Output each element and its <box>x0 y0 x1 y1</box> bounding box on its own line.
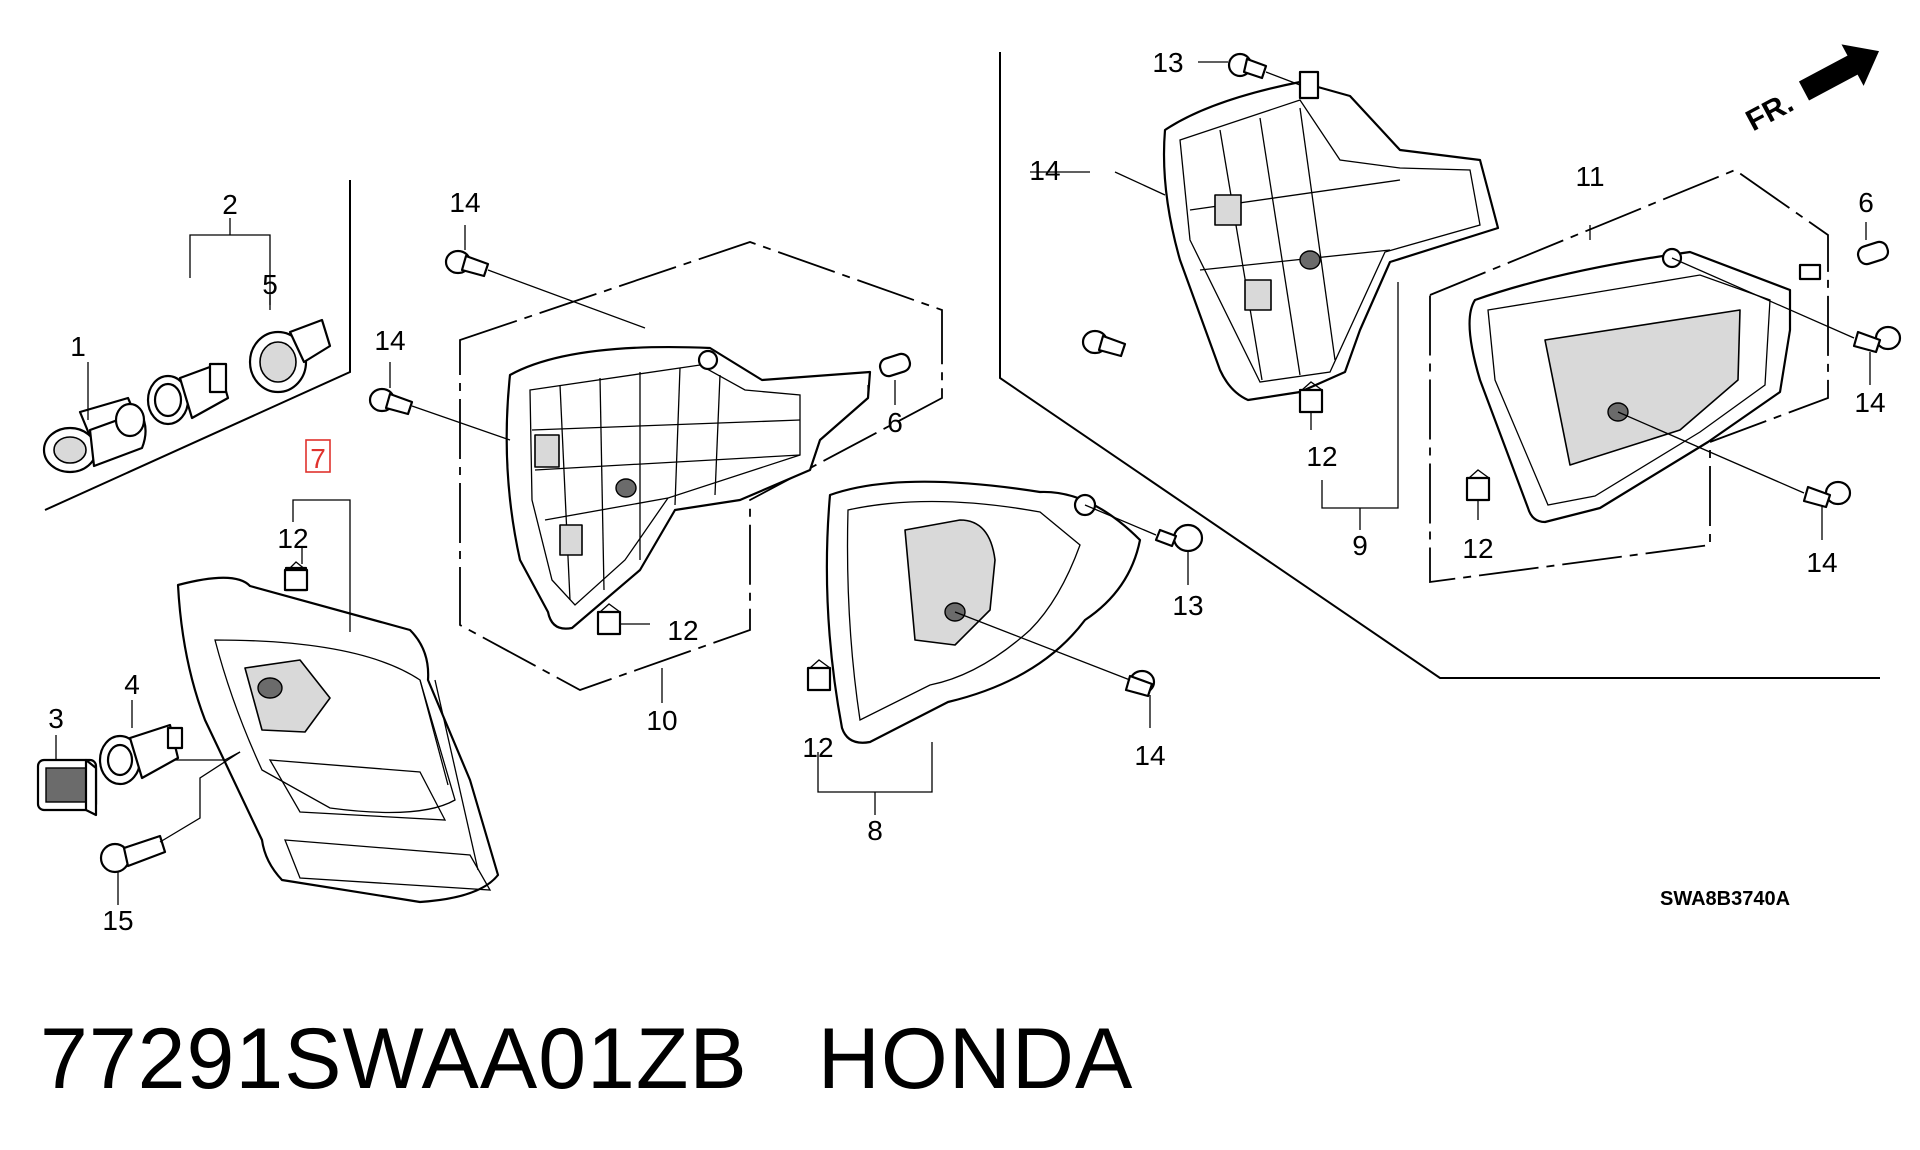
callout-7[interactable]: 7 <box>310 443 326 474</box>
bolt-14-b <box>368 362 511 441</box>
bracket-7 <box>292 499 351 632</box>
callout-14a[interactable]: 14 <box>449 187 480 218</box>
knee-panel <box>825 480 1142 744</box>
callout-10[interactable]: 10 <box>646 705 677 736</box>
callout-6b[interactable]: 6 <box>1858 187 1874 218</box>
callout-9[interactable]: 9 <box>1352 530 1368 561</box>
callout-8[interactable]: 8 <box>867 815 883 846</box>
callout-14c[interactable]: 14 <box>1029 155 1060 186</box>
callout-13a[interactable]: 13 <box>1152 47 1183 78</box>
callout-12d[interactable]: 12 <box>1306 441 1337 472</box>
callout-12c[interactable]: 12 <box>802 732 833 763</box>
front-direction-indicator: FR. <box>1741 44 1880 138</box>
clip-12-b <box>596 603 650 636</box>
callout-14d[interactable]: 14 <box>1134 740 1165 771</box>
bolt-14-e <box>1671 257 1902 385</box>
lighter-knob <box>42 396 147 474</box>
dowel-6-a <box>867 352 912 405</box>
bolt-14-a <box>444 225 646 329</box>
lighter-ring <box>248 318 332 394</box>
callout-15[interactable]: 15 <box>102 905 133 936</box>
callout-11[interactable]: 11 <box>1575 161 1604 192</box>
callout-13b[interactable]: 13 <box>1172 590 1203 621</box>
callout-1[interactable]: 1 <box>70 331 86 362</box>
drawing-code: SWA8B3740A <box>1660 888 1790 910</box>
bolt-13-a <box>1198 52 1301 86</box>
front-arrow-icon <box>1798 44 1880 101</box>
callout-14e[interactable]: 14 <box>1854 387 1885 418</box>
lighter-socket <box>146 362 230 426</box>
callout-3[interactable]: 3 <box>48 703 64 734</box>
callout-5[interactable]: 5 <box>262 269 278 300</box>
bolt-14-f <box>1617 411 1852 540</box>
callout-labels: 1 2 3 4 5 6 6 7 8 9 10 11 12 12 12 12 12… <box>48 47 1885 936</box>
lighter-assembly <box>42 218 332 474</box>
callout-14b[interactable]: 14 <box>374 325 405 356</box>
side-cover <box>1468 247 1822 524</box>
callout-6a[interactable]: 6 <box>887 407 903 438</box>
dowel-6-b <box>1856 222 1890 266</box>
upper-bracket <box>1162 70 1500 402</box>
dashed-group-10 <box>459 241 943 691</box>
console-garnish <box>176 566 500 904</box>
callout-7-highlight <box>305 439 331 473</box>
dashed-group-11 <box>1429 168 1829 584</box>
callout-12e[interactable]: 12 <box>1462 533 1493 564</box>
callout-12a[interactable]: 12 <box>277 523 308 554</box>
clip-12-e <box>1465 469 1491 520</box>
callout-4[interactable]: 4 <box>124 669 140 700</box>
panel-dividers <box>44 52 1880 679</box>
callout-12b[interactable]: 12 <box>667 615 698 646</box>
clip-12-d <box>1298 381 1324 430</box>
footer-caption: 77291SWAA01ZB HONDA <box>40 1010 1203 1109</box>
bolt-14-d <box>954 611 1156 728</box>
brand-name: HONDA <box>817 1011 1134 1107</box>
callout-2[interactable]: 2 <box>222 189 238 220</box>
bolt-14-c <box>1030 171 1166 358</box>
bolt-13-b <box>1084 504 1204 585</box>
fr-label: FR. <box>1741 86 1799 138</box>
screw <box>99 834 167 874</box>
clip-12-c <box>806 659 832 692</box>
callout-14f[interactable]: 14 <box>1806 547 1837 578</box>
power-switch <box>36 758 98 817</box>
clip-12-a <box>283 561 309 592</box>
accessory-socket <box>98 723 184 786</box>
part-number: 77291SWAA01ZB <box>40 1011 748 1107</box>
inner-bracket <box>505 345 872 630</box>
